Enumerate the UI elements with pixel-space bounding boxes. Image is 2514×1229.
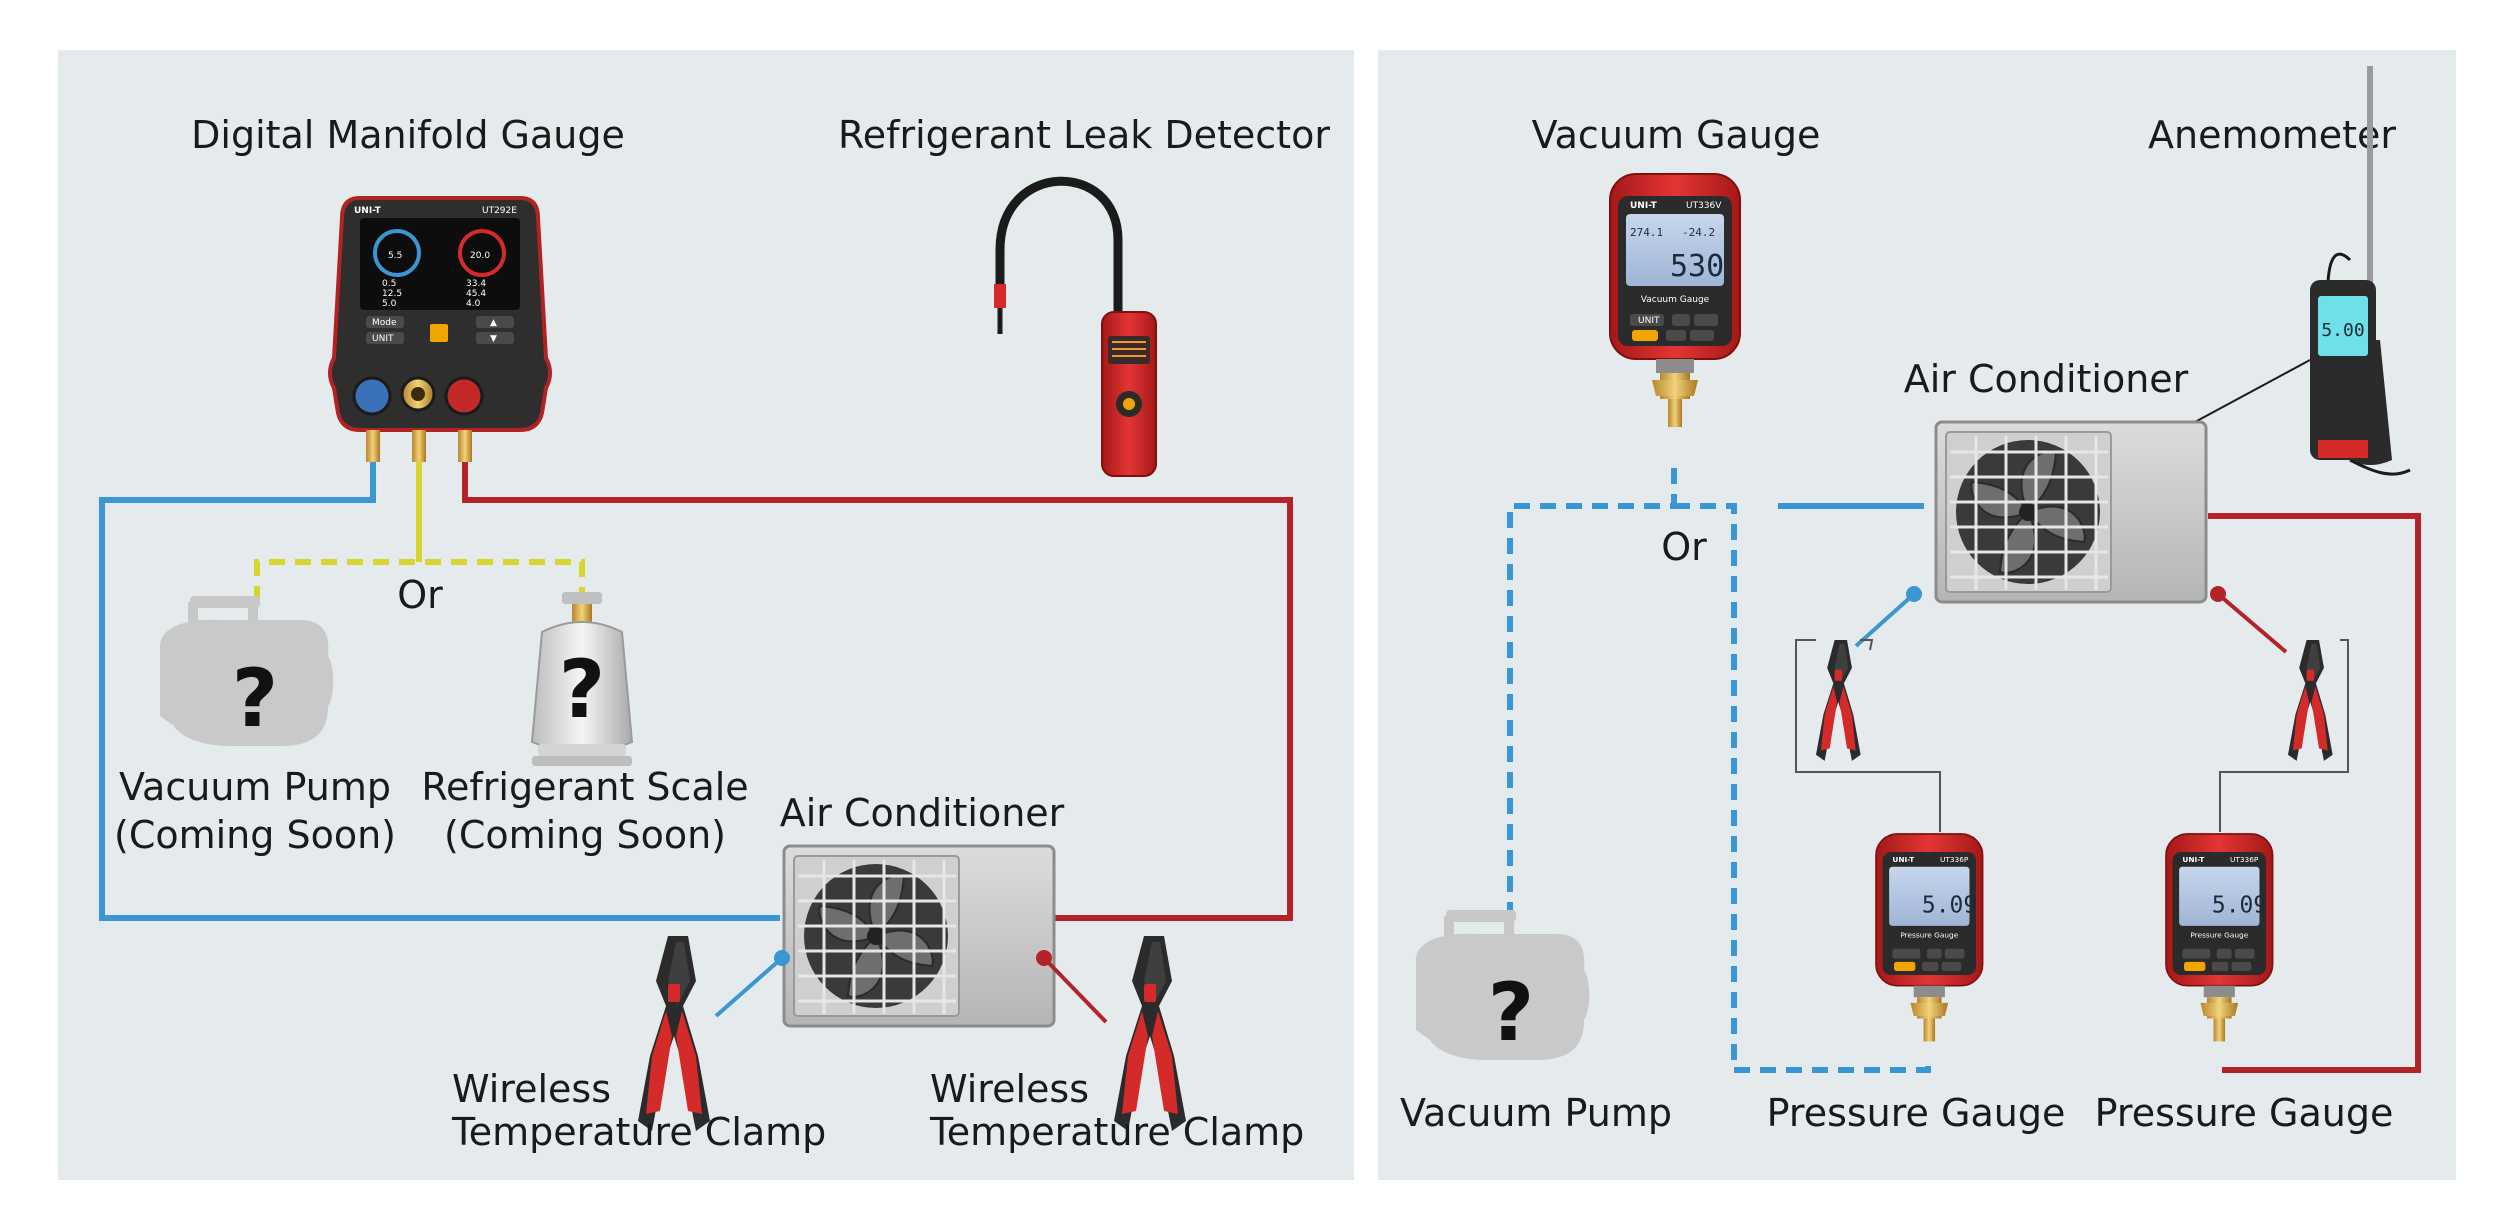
pressure-gauge2-caption: Pressure Gauge [2190, 930, 2248, 939]
refrigerant-leak-detector-device [994, 176, 1157, 477]
pressure-gauge1-brand: UNI-T [1892, 855, 1914, 864]
right-or-label: Or [1661, 525, 1707, 569]
manifold-reading-4: 33.4 [466, 279, 486, 289]
manifold-reading-6: 45.4 [466, 289, 486, 299]
left-vacuum-pump-label: Vacuum Pump [119, 765, 391, 809]
clamp2-label-line1: Wireless [930, 1067, 1089, 1111]
pressure-gauge2-model: UT336P [2230, 855, 2259, 864]
right-air-conditioner-label: Air Conditioner [1904, 357, 2189, 401]
vacuum-gauge-reading-main: 530 [1670, 249, 1724, 284]
manifold-reading-7: 5.0 [382, 299, 397, 309]
pressure-gauge1-caption: Pressure Gauge [1900, 930, 1958, 939]
refrigerant-scale-question-mark: ? [559, 643, 605, 736]
right-vacuum-pump-label: Vacuum Pump [1400, 1091, 1672, 1135]
clamp1-label-line2: Temperature Clamp [451, 1110, 826, 1154]
vacuum-gauge-brand: UNI-T [1630, 201, 1658, 211]
left-clamp1-wire [714, 956, 784, 1018]
manifold-reading-high: 20.0 [470, 251, 490, 261]
vacuum-pump-question-mark: ? [232, 652, 278, 745]
left-or-label: Or [397, 573, 443, 617]
right-clamp2-wire [2216, 592, 2288, 654]
pressure-gauge-device-1: UNI-T UT336P 5.09 Pressure Gauge [1875, 833, 1984, 1043]
pressure-gauge-device-2: UNI-T UT336P 5.09 Pressure Gauge [2165, 833, 2274, 1043]
left-connection-lines [99, 460, 1293, 921]
vacuum-pump-placeholder: ? [160, 596, 334, 746]
right-clamp2-cable [2219, 639, 2349, 832]
right-clamp2-connection-dot [2210, 586, 2226, 602]
right-clamp1-connection-dot [1906, 586, 1922, 602]
high-side-hose [462, 460, 1293, 921]
vacuum-gauge-unit-button: UNIT [1638, 316, 1660, 326]
right-clamp1-cable [1795, 639, 1941, 832]
leak-detector-probe [995, 176, 1123, 320]
refrigerant-scale-status: (Coming Soon) [444, 813, 726, 857]
right-air-conditioner-unit [1934, 420, 2208, 604]
vacuum-gauge-model: UT336V [1686, 201, 1722, 211]
manifold-button-up: ▲ [490, 318, 497, 328]
manifold-reading-5: 12.5 [382, 289, 402, 299]
right-vacuum-pump-question-mark: ? [1488, 966, 1534, 1059]
right-clamp1-wire [1854, 592, 1916, 648]
pressure-gauge2-label: Pressure Gauge [2095, 1091, 2394, 1135]
manifold-model: UT292E [482, 206, 517, 216]
vacuum-gauge-dashed-hose [1507, 468, 1677, 940]
pressure-gauge1-reading: 5.09 [1922, 893, 1977, 919]
left-air-conditioner-label: Air Conditioner [780, 791, 1065, 835]
pressure-gauge2-reading: 5.09 [2212, 893, 2267, 919]
clamp1-label-line1: Wireless [452, 1067, 611, 1111]
refrigerant-scale-label: Refrigerant Scale [421, 765, 748, 809]
manifold-reading-8: 4.0 [466, 299, 481, 309]
vacuum-gauge-label: Vacuum Gauge [1532, 113, 1821, 157]
right-vacuum-pump-placeholder: ? [1416, 910, 1590, 1060]
anemometer-device: 5.00 [2310, 66, 2411, 476]
left-vacuum-pump-status: (Coming Soon) [114, 813, 396, 857]
anemometer-reading: 5.00 [2321, 320, 2364, 341]
pressure-gauge2-brand: UNI-T [2182, 855, 2204, 864]
right-connection-lines [1507, 468, 2421, 1073]
manifold-button-mode: Mode [372, 318, 397, 328]
pressure-gauge1-model: UT336P [1940, 855, 1969, 864]
anemometer-label: Anemometer [2148, 113, 2396, 157]
manifold-button-unit: UNIT [372, 334, 394, 344]
pressure-gauge1-label: Pressure Gauge [1767, 1091, 2066, 1135]
manifold-reading-low: 5.5 [388, 251, 402, 261]
vacuum-gauge-reading-small: 274.1 [1630, 226, 1663, 239]
manifold-brand: UNI-T [354, 206, 382, 216]
manifold-button-down: ▼ [490, 334, 497, 344]
left-clamp2-wire [1042, 956, 1108, 1024]
refrigerant-scale-placeholder: ? [530, 592, 634, 766]
manifold-gauge-label: Digital Manifold Gauge [191, 113, 625, 157]
low-side-hose [99, 460, 780, 921]
left-air-conditioner-unit [782, 844, 1056, 1028]
manifold-reading-3: 0.5 [382, 279, 396, 289]
leak-detector-label: Refrigerant Leak Detector [838, 113, 1330, 157]
right-high-side-hose [2208, 513, 2421, 1073]
pressure-gauge1-dashed-hose [1674, 503, 1931, 1073]
left-clamp2-connection-dot [1036, 950, 1052, 966]
left-clamp1-connection-dot [774, 950, 790, 966]
vacuum-gauge-reading-small2: -24.2 [1682, 226, 1715, 239]
vacuum-gauge-caption: Vacuum Gauge [1641, 295, 1710, 305]
clamp2-label-line2: Temperature Clamp [929, 1110, 1304, 1154]
digital-manifold-gauge-device: UNI-T UT292E 5.5 20.0 0.5 33.4 12.5 45.4… [328, 196, 552, 462]
vacuum-gauge-device: UNI-T UT336V 274.1 -24.2 530 Vacuum Gaug… [1609, 173, 1741, 428]
